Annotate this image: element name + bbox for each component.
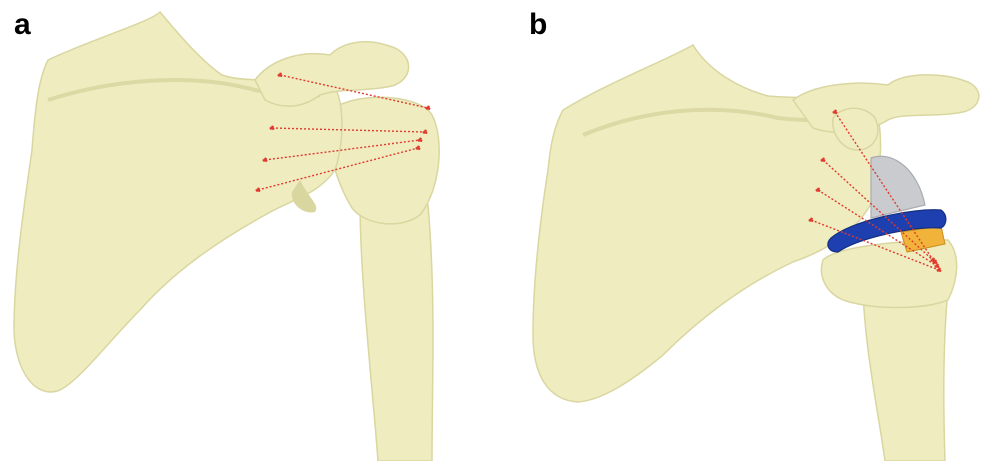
- panel-a: a: [0, 0, 493, 461]
- panel-b: b: [493, 0, 986, 461]
- shoulder-implant-illustration: [493, 0, 986, 461]
- glenosphere: [871, 156, 925, 218]
- humeral-head: [328, 97, 439, 224]
- shoulder-native-illustration: [0, 0, 493, 461]
- humerus-shaft: [360, 200, 433, 461]
- acromion: [793, 75, 979, 133]
- humerus-shaft: [863, 290, 948, 461]
